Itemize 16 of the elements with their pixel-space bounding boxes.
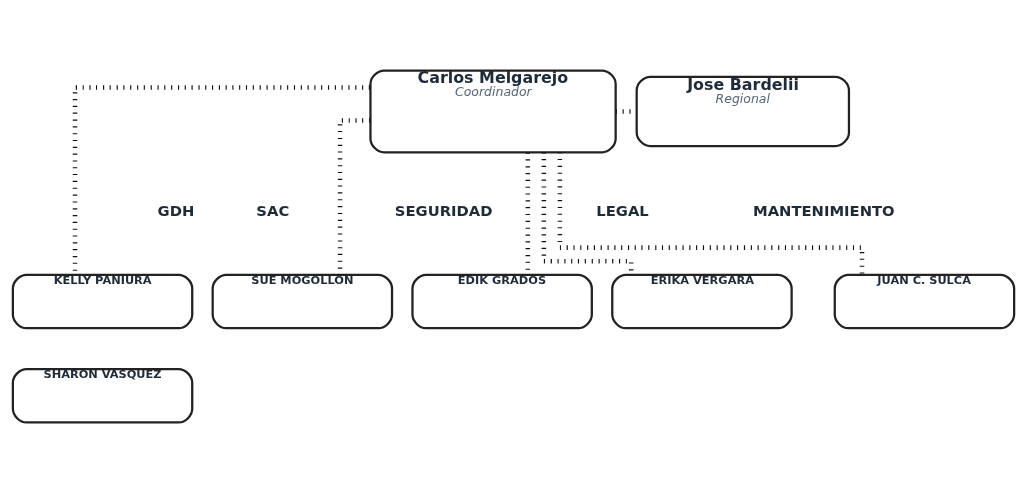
node-box: SHARON VASQUEZ xyxy=(11,367,194,424)
connector xyxy=(72,84,370,274)
node-box: Carlos Melgarejo Coordinador xyxy=(369,68,617,153)
node-box: ERIKA VERGARA xyxy=(611,273,793,329)
node-box: SUE MOGOLLON xyxy=(211,273,394,329)
node-box: Jose Bardelii Regional xyxy=(635,75,851,147)
label: GDH xyxy=(157,201,195,219)
node-box: JUAN C. SULCA xyxy=(833,273,1016,329)
node-box: KELLY PANIURA xyxy=(11,273,194,329)
connector xyxy=(557,151,865,275)
label: LEGAL xyxy=(596,201,649,219)
label: SAC xyxy=(256,201,290,219)
connector xyxy=(337,117,371,275)
label: SEGURIDAD xyxy=(394,201,493,219)
node-box: EDIK GRADOS xyxy=(411,273,593,329)
label: MANTENIMIENTO xyxy=(753,201,895,219)
